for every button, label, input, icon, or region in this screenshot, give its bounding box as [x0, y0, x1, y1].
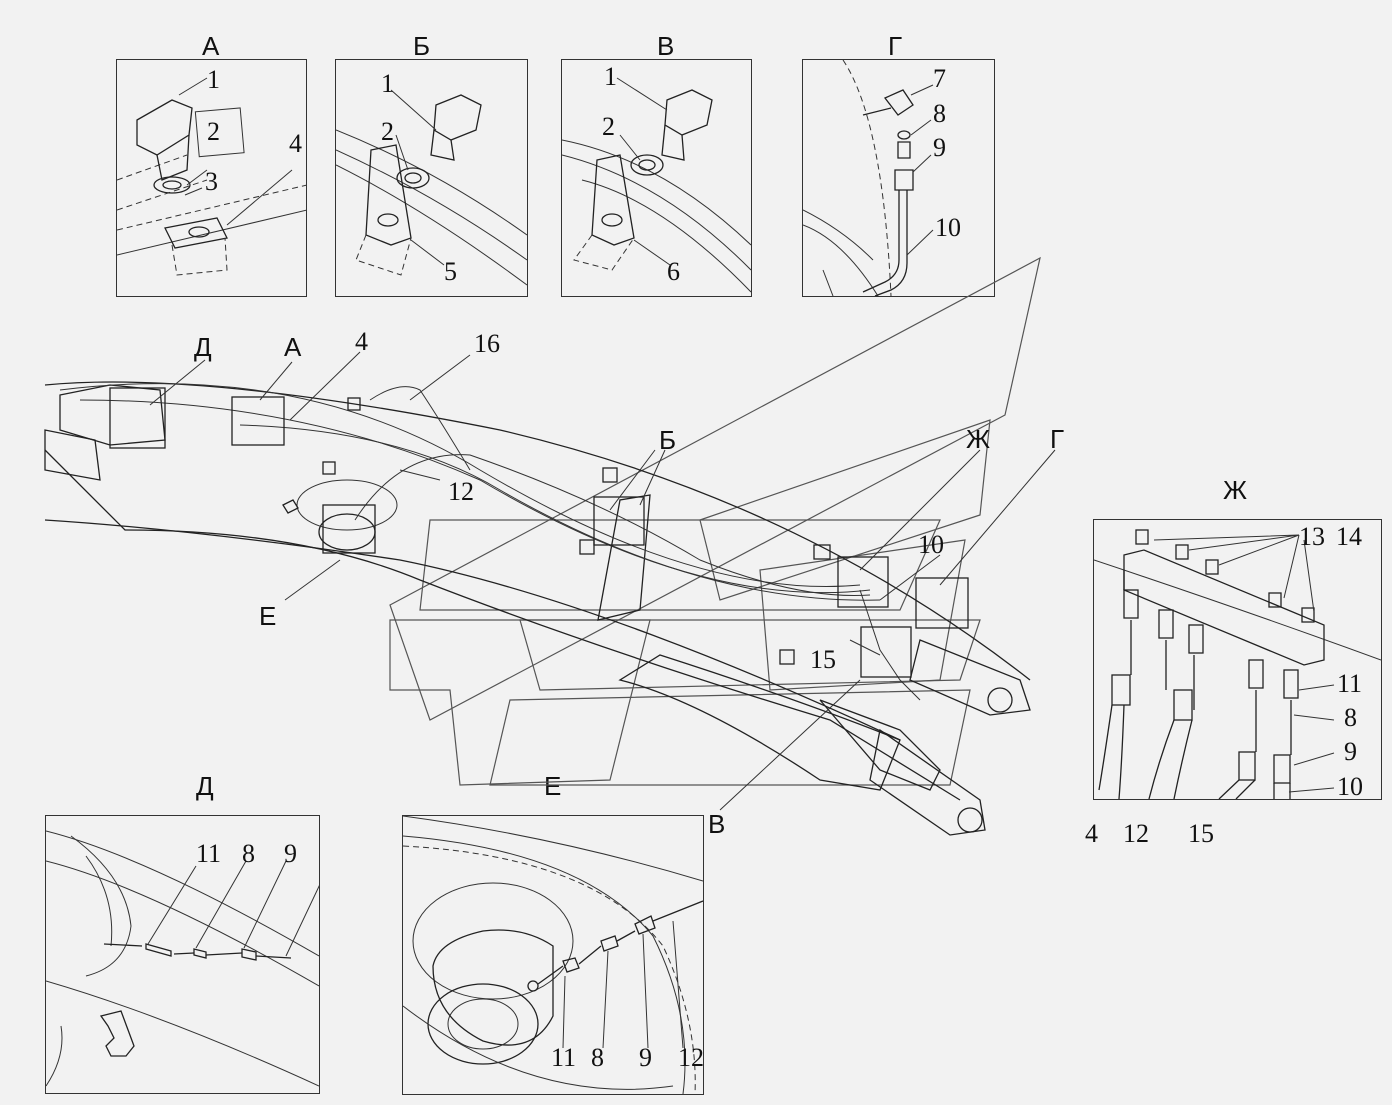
main-label-e: Е: [259, 601, 276, 631]
callout-zh-13: 13: [1299, 522, 1325, 551]
view-b-drawing: 1 2 5: [336, 69, 527, 286]
detail-view-b: 1 2 5: [335, 59, 528, 297]
detail-view-zh: 13 14 11 8 9 10 16: [1093, 519, 1382, 800]
callout-g-10: 10: [935, 213, 961, 242]
detail-view-v: 1 2 6: [561, 59, 752, 297]
hydraulic-lines: [59, 383, 921, 701]
view-d-title: Д: [196, 771, 214, 801]
region-d-marker: [109, 387, 166, 449]
region-g-marker: [915, 577, 969, 629]
main-label-v: В: [708, 809, 725, 839]
view-v-title: В: [657, 31, 675, 61]
callout-zh-8: 8: [1344, 703, 1357, 732]
callout-b-5: 5: [444, 257, 457, 286]
callout-zh-15: 15: [1188, 819, 1214, 848]
main-label-b: Б: [659, 425, 676, 455]
view-zh-title: Ж: [1223, 475, 1248, 505]
view-zh-drawing: 13 14 11 8 9 10 16: [1094, 522, 1381, 799]
callout-d-8: 8: [242, 839, 255, 868]
view-a-drawing: 1 2 3 4: [117, 65, 306, 276]
view-g-title: Г: [888, 31, 903, 61]
watermark-logo: [389, 256, 1041, 786]
main-label-12: 12: [448, 477, 474, 506]
view-e-drawing: 11 8 9 12: [403, 816, 703, 1094]
region-zh-marker: [837, 556, 889, 608]
callout-zh-10: 10: [1337, 772, 1363, 799]
detail-view-g: 7 8 9 10: [802, 59, 995, 297]
callout-e-8: 8: [591, 1043, 604, 1072]
callout-a-4: 4: [289, 129, 302, 158]
boom-structure: [44, 381, 1031, 836]
view-v-drawing: 1 2 6: [562, 62, 751, 293]
view-e-title: Е: [544, 771, 562, 801]
callout-b-1: 1: [381, 69, 394, 98]
region-a-marker: [231, 396, 285, 446]
callout-a-1: 1: [207, 65, 220, 94]
callout-zh-11: 11: [1337, 669, 1362, 698]
callout-a-2: 2: [207, 117, 220, 146]
callout-zh-14: 14: [1336, 522, 1362, 551]
main-label-4: 4: [355, 327, 368, 356]
callout-g-8: 8: [933, 99, 946, 128]
callout-zh-4: 4: [1085, 819, 1098, 848]
callout-g-9: 9: [933, 133, 946, 162]
region-v-marker: [860, 626, 912, 678]
detail-view-e: 11 8 9 12: [402, 815, 704, 1095]
callout-v-2: 2: [602, 112, 615, 141]
main-label-d: Д: [194, 332, 212, 362]
view-d-drawing: 11 8 9 4: [46, 830, 319, 1087]
callout-g-7: 7: [933, 64, 946, 93]
callout-zh-12: 12: [1123, 819, 1149, 848]
callout-e-12: 12: [678, 1043, 703, 1072]
callout-b-2: 2: [381, 117, 394, 146]
callout-d-11: 11: [196, 839, 221, 868]
callout-v-6: 6: [667, 257, 680, 286]
detail-view-d: 11 8 9 4: [45, 815, 320, 1094]
region-b-marker: [593, 496, 645, 546]
callout-a-3: 3: [205, 167, 218, 196]
region-e-marker: [322, 504, 376, 554]
callout-zh-9: 9: [1344, 737, 1357, 766]
main-label-zh: Ж: [966, 424, 990, 454]
view-g-drawing: 7 8 9 10: [803, 60, 961, 296]
callout-v-1: 1: [604, 62, 617, 91]
main-label-15: 15: [810, 645, 836, 674]
main-label-g: Г: [1050, 424, 1064, 454]
callout-d-9: 9: [284, 839, 297, 868]
main-label-a: А: [284, 332, 302, 362]
view-b-title: Б: [413, 31, 431, 61]
callout-e-9: 9: [639, 1043, 652, 1072]
callout-e-11: 11: [551, 1043, 576, 1072]
main-label-16: 16: [474, 329, 500, 358]
main-label-10: 10: [918, 530, 944, 559]
detail-view-a: 1 2 3 4: [116, 59, 307, 297]
view-a-title: А: [202, 31, 220, 61]
